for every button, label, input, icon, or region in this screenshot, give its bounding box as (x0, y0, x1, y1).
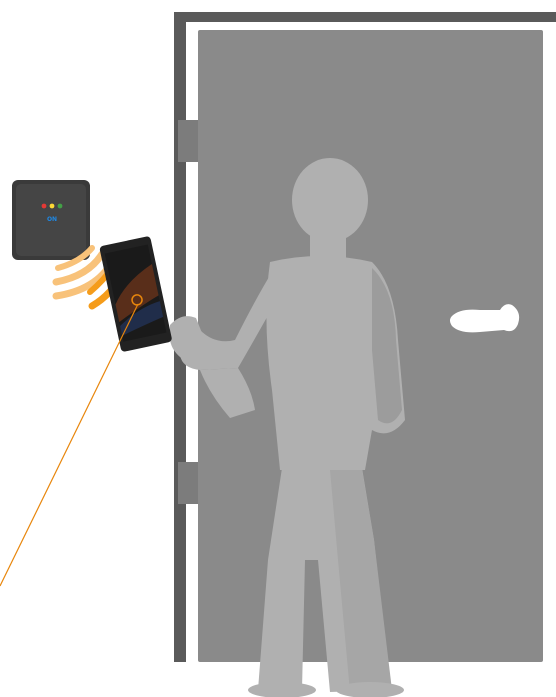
reader-led-green (58, 204, 63, 209)
reader-led-red (42, 204, 47, 209)
pointer-line (0, 304, 138, 586)
nfc-card-reader: ON (12, 180, 90, 260)
reader-label: ON (47, 216, 57, 223)
smartphone (99, 236, 172, 352)
reader-led-yellow (50, 204, 55, 209)
